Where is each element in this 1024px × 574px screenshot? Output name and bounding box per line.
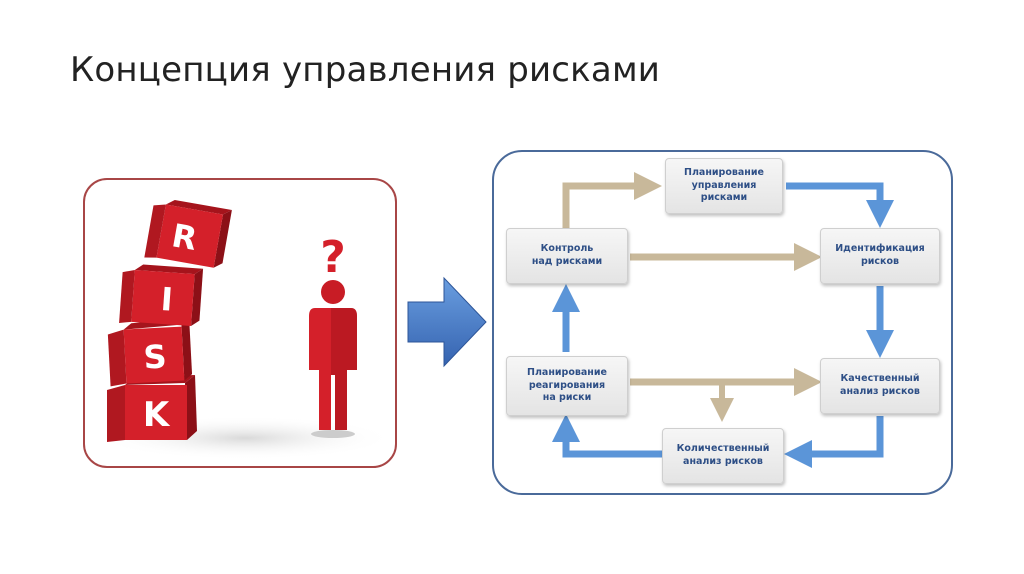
risk-illustration-panel: K S I R	[83, 178, 397, 468]
cube-letter-i: I	[160, 280, 175, 319]
cube-letter-k: K	[143, 395, 171, 435]
node-response-planning: Планирование реагирования на риски	[506, 356, 628, 416]
node-risk-management-planning: Планирование управления рисками	[665, 158, 783, 214]
cube-i: I	[119, 264, 204, 327]
node-risk-identification: Идентификация рисков	[820, 228, 940, 284]
node-risk-control: Контроль над рисками	[506, 228, 628, 284]
risk-illustration: K S I R	[95, 199, 395, 460]
node-quantitative-analysis: Количественный анализ рисков	[662, 428, 784, 484]
person-figure	[309, 280, 357, 438]
cube-k: K	[107, 375, 197, 442]
cube-letter-s: S	[143, 337, 168, 376]
node-qualitative-analysis: Качественный анализ рисков	[820, 358, 940, 414]
slide-title: Концепция управления рисками	[70, 50, 661, 90]
question-mark: ?	[320, 232, 346, 283]
cube-r: R	[144, 199, 232, 268]
cube-s: S	[107, 318, 193, 387]
